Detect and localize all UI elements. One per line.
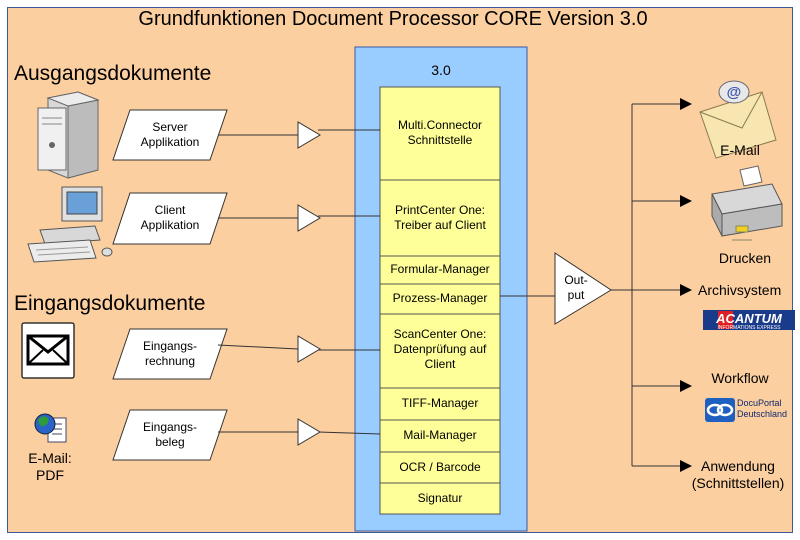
email-pdf-label: E-Mail:PDF (28, 450, 72, 483)
input-shape-server (112, 109, 228, 161)
module-signatur: Signatur (417, 491, 463, 505)
diagram-title: Grundfunktionen Document Processor CORE … (138, 8, 648, 30)
docuportal-logo (705, 398, 735, 422)
target-application-label: Anwendung(Schnittstellen) (691, 458, 785, 491)
target-archive-label: Archivsystem (698, 282, 782, 298)
input-label-rechnung: Eingangs-rechnung (142, 339, 198, 368)
input-shape-client (112, 192, 228, 245)
input-shape-beleg (112, 409, 228, 461)
module-formular-manager: Formular-Manager (390, 262, 490, 276)
input-connectors (217, 129, 555, 435)
envelope-icon (21, 322, 75, 379)
acantum-logo-text: ACANTUM (716, 311, 782, 326)
module-tiff-manager: TIFF-Manager (401, 396, 479, 410)
target-print-label: Drucken (718, 250, 772, 266)
printer-icon (711, 165, 783, 241)
module-dividers (380, 179, 500, 484)
output-connectors (611, 103, 680, 467)
incoming-documents-heading: Eingangsdokumente (14, 292, 206, 315)
output-arrowheads (680, 98, 692, 472)
output-triangle (554, 252, 612, 325)
module-ocr-barcode: OCR / Barcode (399, 460, 481, 474)
module-prozess-manager: Prozess-Manager (392, 291, 488, 305)
server-icon (37, 91, 100, 179)
input-label-beleg: Eingangs-beleg (142, 420, 198, 449)
acantum-logo-subtext: INFORMATIONS EXPRESS (717, 325, 781, 331)
target-email-label: E-Mail (720, 142, 760, 158)
email-pdf-icon (34, 413, 67, 443)
output-label: Out-put (564, 273, 588, 302)
flow-triangles (297, 121, 321, 446)
acantum-logo (703, 310, 795, 330)
svg-text:@: @ (727, 84, 742, 101)
target-workflow-label: Workflow (711, 370, 769, 386)
outgoing-documents-heading: Ausgangsdokumente (14, 62, 212, 85)
module-column (379, 86, 501, 515)
email-envelope-icon: @ (699, 80, 777, 159)
module-printcenter: PrintCenter One:Treiber auf Client (394, 203, 486, 232)
module-mail-manager: Mail-Manager (403, 428, 477, 442)
computer-icon (27, 186, 113, 263)
core-version: 3.0 (431, 62, 451, 78)
input-shape-rechnung (112, 328, 228, 380)
